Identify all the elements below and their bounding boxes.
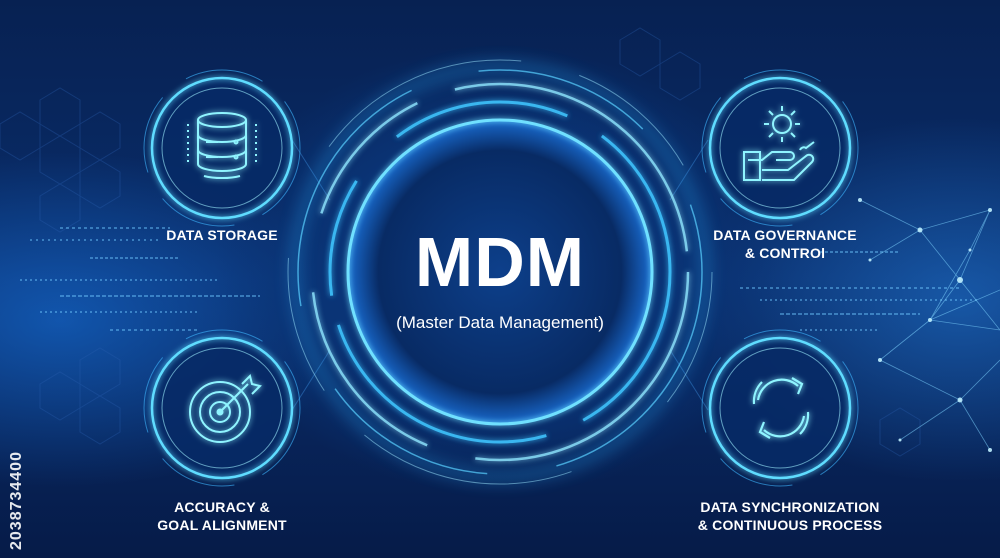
- data-streaks: [20, 227, 980, 331]
- network-mesh: [859, 199, 1000, 451]
- label-line: & CONTROl: [744, 245, 826, 261]
- hand-gear-icon: [743, 106, 815, 181]
- center-subtitle: (Master Data Management): [396, 313, 604, 332]
- label-line: DATA GOVERNANCE: [713, 227, 857, 243]
- label-data-governance: DATA GOVERNANCE & CONTROl: [700, 226, 870, 262]
- central-orb: [287, 59, 713, 485]
- label-line: & CONTINUOUS PROCESS: [697, 517, 883, 533]
- database-icon: [187, 112, 257, 180]
- label-line: DATA SYNCHRONIZATION: [700, 499, 880, 515]
- sync-arrows-icon: [752, 377, 810, 439]
- center-title: MDM: [414, 223, 586, 301]
- label-line: DATA STORAGE: [166, 227, 278, 243]
- feature-circle-accuracy: [143, 329, 301, 487]
- label-data-storage: DATA STORAGE: [142, 226, 302, 244]
- label-line: GOAL ALIGNMENT: [157, 517, 287, 533]
- network-nodes: [858, 198, 992, 452]
- feature-circle-sync: [701, 329, 859, 487]
- feature-circle-governance: [701, 69, 859, 227]
- label-line: ACCURACY &: [174, 499, 270, 515]
- label-accuracy: ACCURACY & GOAL ALIGNMENT: [132, 498, 312, 534]
- stock-id-watermark: 2038734400: [8, 451, 25, 550]
- label-data-sync: DATA SYNCHRONIZATION & CONTINUOUS PROCES…: [680, 498, 900, 534]
- target-icon: [189, 374, 262, 443]
- feature-circle-storage: [143, 69, 301, 227]
- hexagon-pattern: [0, 27, 921, 457]
